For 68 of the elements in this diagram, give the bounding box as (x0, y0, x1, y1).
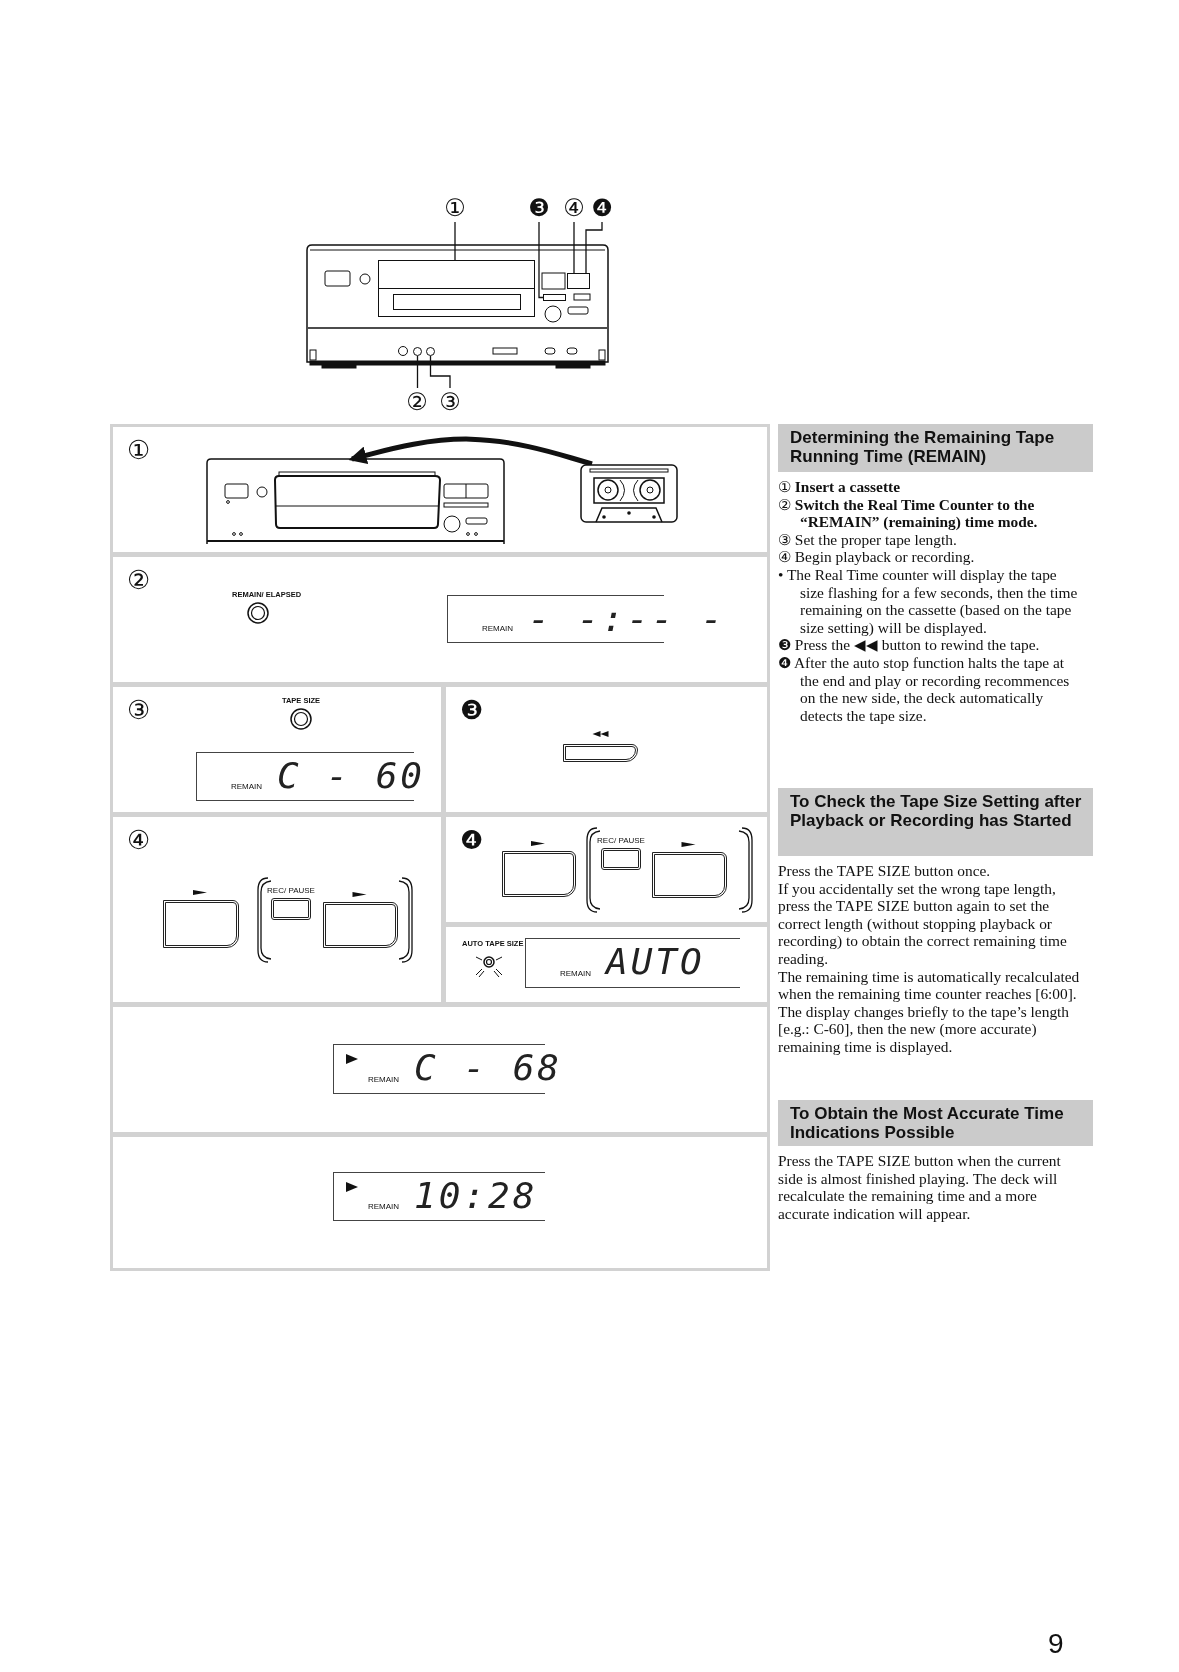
step-panel (110, 1004, 770, 1135)
display-digits: 10:28 (414, 1177, 538, 1215)
step-panel (110, 1134, 770, 1271)
callout-number: ② (403, 388, 431, 416)
step-panel (110, 814, 444, 1005)
display-label: REMAIN (231, 782, 263, 791)
callout-number: ④ (561, 194, 587, 222)
instruction-step: ④ Begin playback or recording. (778, 548, 1083, 566)
leader-line (573, 221, 575, 274)
paragraph: The remaining time is automatically recalculated when the remaining time counter reaches [6:00]. The display changes briefly to the tape’s length [e.g.: C-60], then the new (more accurate) remaining time is displayed. (778, 967, 1081, 1056)
instruction-step: ③ Set the proper tape length. (778, 530, 1083, 549)
step-number: ① (127, 435, 151, 465)
leader-line (416, 355, 419, 389)
instruction-step: ② Switch the Real Time Counter to the “REMAIN” (remaining) time mode. (778, 495, 1083, 531)
step-number: ❹ (460, 825, 484, 855)
lcd-display (333, 1172, 545, 1221)
instruction-step: ❸ Press the ◀◀ button to rewind the tape. (778, 636, 1083, 654)
knob (426, 347, 435, 356)
display-digits: AUTO (606, 943, 705, 981)
leader-line (429, 355, 451, 389)
step-panel (110, 554, 770, 685)
callout-number: ① (440, 194, 470, 222)
step-panel (110, 684, 444, 815)
step-panel (110, 424, 770, 555)
curved-arrow (348, 436, 593, 467)
display-label: REMAIN (482, 624, 514, 633)
display-digits: - -:-- - (528, 600, 726, 638)
play-key (502, 851, 576, 897)
play-key (567, 273, 590, 289)
leader-line (585, 221, 603, 274)
leader-line (454, 221, 456, 261)
play-key (163, 900, 239, 948)
section-heading: To Check the Tape Size Setting after Playback or Recording has Started (778, 788, 1093, 856)
step-number: ③ (127, 695, 151, 725)
display-label: REMAIN (368, 1075, 400, 1084)
cassette-door (378, 260, 535, 317)
play-key (652, 852, 727, 898)
step-panel (443, 684, 770, 815)
paragraph: Press the TAPE SIZE button when the current side is almost finished playing. The deck will recalculate the remaining time and a more accurate indication will appear. (778, 1152, 1062, 1223)
step-number: ④ (127, 825, 151, 855)
callout-number: ❹ (589, 194, 615, 222)
callout-number: ❸ (526, 194, 552, 222)
lcd-display (525, 938, 740, 988)
knob (413, 347, 422, 356)
key-label: REC/ PAUSE (597, 836, 645, 845)
step-panel (443, 924, 770, 1005)
cassette-deck-drawing (206, 457, 505, 544)
step-number: ❸ (460, 695, 484, 725)
key-label: REC/ PAUSE (267, 886, 315, 895)
step-number: ② (127, 565, 151, 595)
cassette-drawing (580, 464, 678, 523)
instruction-step: ❹ After the auto stop function halts the tape at the end and play or recording recommences on the new side, the deck automatically detects the tape size. (778, 653, 1083, 725)
paragraph: Press the TAPE SIZE button once. (778, 862, 992, 880)
section-heading: Determining the Remaining Tape Running Time (REMAIN) (778, 424, 1093, 472)
instruction-step: ① Insert a cassette (778, 478, 1083, 496)
step-panel (443, 814, 770, 925)
section-heading: To Obtain the Most Accurate Time Indications Possible (778, 1100, 1093, 1146)
leader-line (538, 221, 544, 299)
instruction-step: • The Real Time counter will display the tape size flashing for a few seconds, then the time remaining on the cassette (based on the tape size setting) will be displayed. (778, 565, 1083, 637)
paragraph: If you accidentally set the wrong tape length, press the TAPE SIZE button again to set the correct length (without stopping playback or recording) to obtain the correct remaining time reading. (778, 879, 1068, 968)
rewind-key (543, 294, 566, 301)
display-digits: C - 68 (414, 1049, 563, 1087)
callout-number: ③ (436, 388, 464, 416)
page-number: 9 (1048, 1628, 1064, 1660)
display-digits: C - 60 (277, 757, 426, 795)
display-label: REMAIN (560, 969, 592, 978)
play-key (323, 902, 398, 948)
display-label: REMAIN (368, 1202, 400, 1211)
